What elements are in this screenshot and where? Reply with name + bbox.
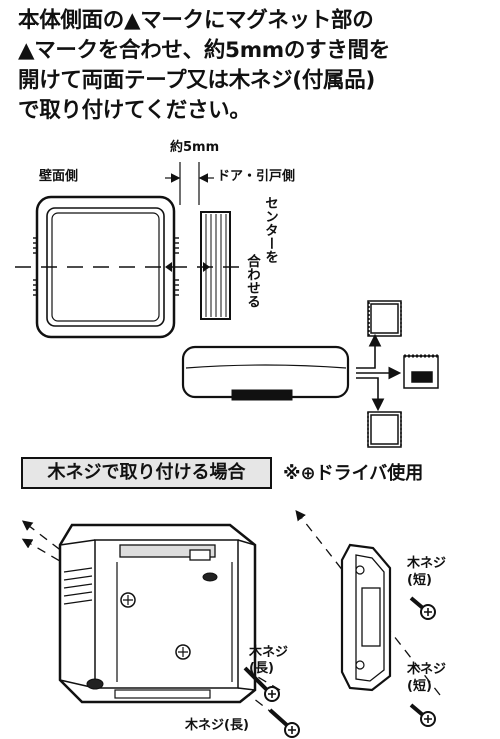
magnet-part-perspective xyxy=(340,543,392,692)
screw-short-label-2: (短) xyxy=(407,679,432,694)
screw-long-label: 木ネジ(長) xyxy=(185,718,249,733)
wall-side-label: 壁面側 xyxy=(39,169,79,184)
screw-long-icon xyxy=(268,708,300,738)
screw-long-label-1: 木ネジ xyxy=(249,645,289,660)
instruction-line: 開けて両面テープ又は木ネジ(付属品) xyxy=(18,68,375,93)
screw-short-label-2: (短) xyxy=(407,573,432,588)
screw-long-label-2: (長) xyxy=(249,661,274,676)
magnet-variant-side xyxy=(403,354,439,389)
magnet-variant-down xyxy=(367,411,402,448)
magnet-part-side xyxy=(200,211,231,320)
screw-long-icon xyxy=(243,666,280,702)
center-label-2: 合わせる xyxy=(244,254,260,308)
screw-short-label-1: 木ネジ xyxy=(407,662,447,677)
magnet-variant-up xyxy=(367,300,402,337)
instruction-line: で取り付けてください。 xyxy=(18,98,251,123)
screw-section-heading: 木ネジで取り付ける場合 xyxy=(21,457,272,489)
main-unit-back xyxy=(58,523,257,704)
magnet-top-view xyxy=(181,345,350,401)
orientation-arrows xyxy=(356,333,402,412)
screw-short-label-1: 木ネジ xyxy=(407,556,447,571)
screwdriver-note: ※⊕ドライバ使用 xyxy=(283,463,424,484)
screw-short-icon xyxy=(409,596,436,620)
instruction-line: 本体側面の▲マークにマグネット部の xyxy=(18,8,374,33)
instruction-text: 本体側面の▲マークにマグネット部の ▲マークを合わせ、約5mmのすき間を 開けて… xyxy=(18,6,493,126)
gap-dimension xyxy=(165,162,214,205)
gap-label: 約5mm xyxy=(170,140,220,155)
screw-short-icon xyxy=(409,703,436,727)
instruction-line: ▲マークを合わせ、約5mmのすき間を xyxy=(18,38,390,63)
center-label-1: センターを xyxy=(262,196,278,264)
door-side-label: ドア・引戸側 xyxy=(217,169,296,184)
